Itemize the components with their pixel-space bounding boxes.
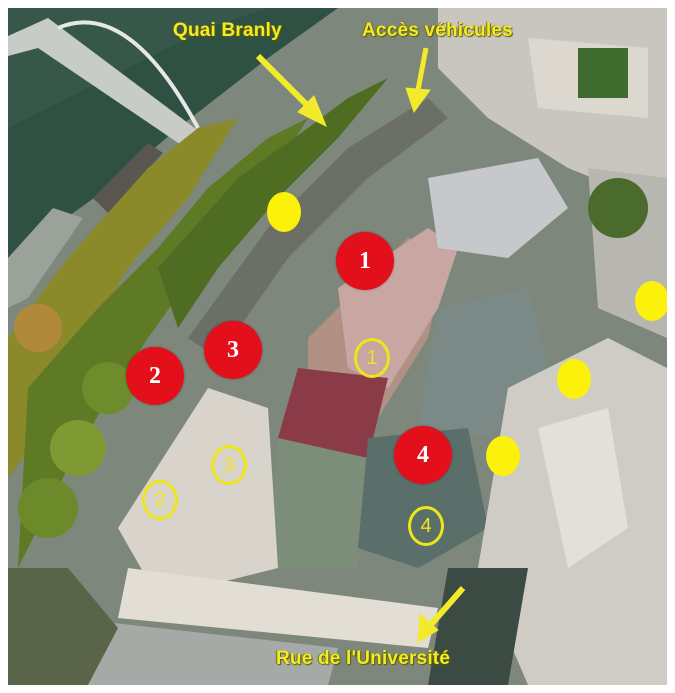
red-marker-2: 2 [126,347,184,405]
yellow-ring-3: 3 [211,445,247,485]
red-marker-3: 3 [204,321,262,379]
red-marker-1: 1 [336,232,394,290]
yellow-dot-rue [486,436,520,476]
yellow-ring-3-number: 3 [223,453,235,476]
red-marker-3-number: 3 [227,336,239,363]
yellow-ring-1: 1 [354,338,390,378]
quai-branly-label: Quai Branly [173,20,282,41]
yellow-ring-2-number: 2 [154,488,166,511]
yellow-ring-1-number: 1 [366,346,378,369]
yellow-dot-east [635,281,667,321]
acces-vehicules-label: Accès véhicules [362,20,513,41]
yellow-dot-quai [267,192,301,232]
rue-universite-label: Rue de l'Université [276,648,451,669]
aerial-map: Quai Branly Accès véhicules Rue de l'Uni… [8,8,667,685]
red-marker-1-number: 1 [359,247,371,274]
red-marker-2-number: 2 [149,362,161,389]
red-marker-4: 4 [394,426,452,484]
yellow-dot-center-east [557,359,591,399]
yellow-ring-2: 2 [142,480,178,520]
red-marker-4-number: 4 [417,441,429,468]
yellow-ring-4: 4 [408,506,444,546]
aerial-photo [8,8,667,685]
yellow-ring-4-number: 4 [420,514,432,537]
